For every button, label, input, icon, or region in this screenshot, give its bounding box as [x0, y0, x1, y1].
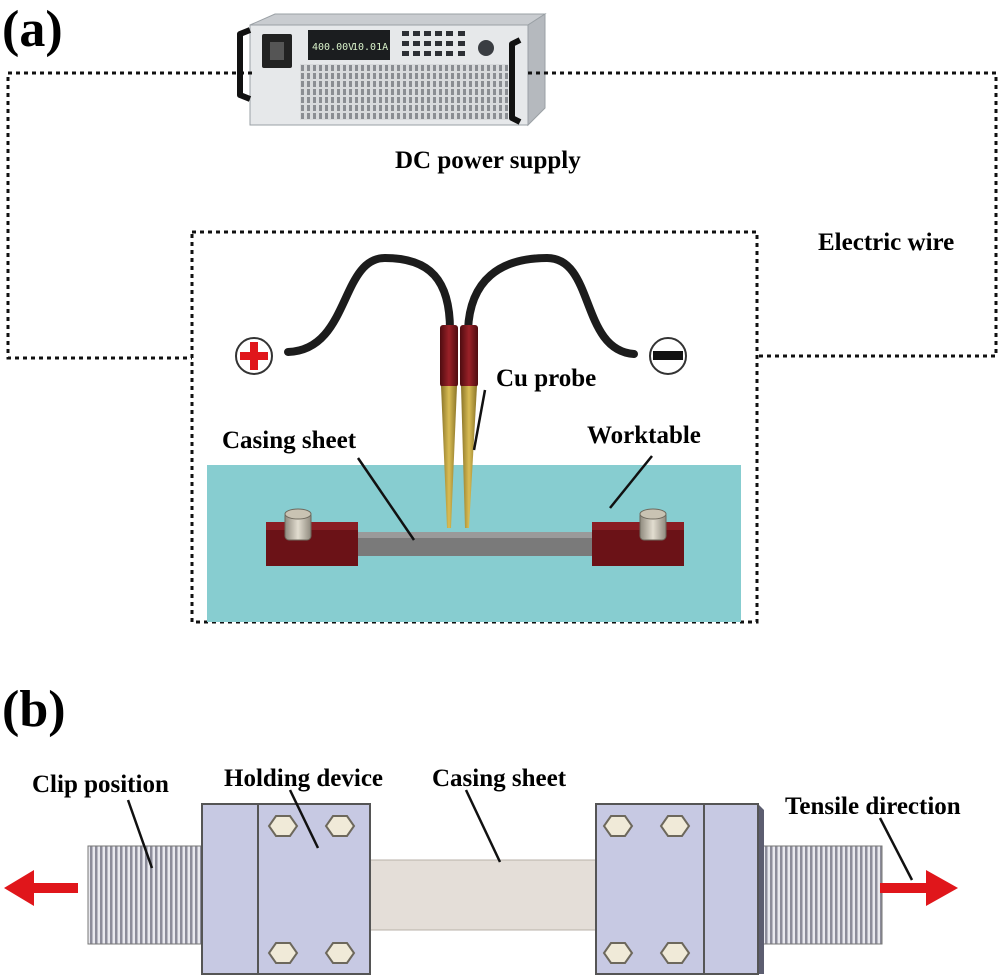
left-tensile-arrow-icon	[4, 870, 78, 906]
casing-sheet-specimen	[350, 532, 600, 556]
cu-probe-left	[440, 325, 458, 528]
panel-label-b: (b)	[2, 681, 66, 738]
left-clamp	[266, 508, 358, 566]
circuit-wire	[6, 71, 998, 360]
electric-wire-label: Electric wire	[818, 229, 955, 256]
casing-sheet-strip	[367, 859, 597, 931]
right-clip-grip	[759, 845, 883, 945]
tensile-direction-label: Tensile direction	[785, 793, 961, 820]
setup-frame	[190, 230, 759, 624]
minus-terminal-icon	[649, 337, 687, 375]
casing-sheet-label-a: Casing sheet	[222, 427, 357, 454]
right-clamp	[592, 508, 684, 566]
right-tensile-arrow-icon	[880, 870, 958, 906]
holding-device-label: Holding device	[224, 765, 384, 792]
cu-probe-right	[460, 325, 478, 528]
display-current: 10.01A	[352, 42, 388, 53]
right-holding-device	[595, 803, 764, 975]
dc-power-supply-label: DC power supply	[395, 147, 581, 174]
worktable-label: Worktable	[587, 422, 701, 449]
dc-power-supply-unit	[237, 13, 547, 127]
panel-label-a: (a)	[2, 1, 63, 58]
left-holding-device	[201, 803, 371, 975]
display-voltage: 400.00V	[312, 42, 354, 53]
plus-terminal-icon	[235, 337, 273, 375]
leader-lines-b	[126, 789, 914, 881]
probe-cables	[284, 253, 638, 358]
leader-lines-a	[356, 389, 653, 541]
cu-probe-label: Cu probe	[496, 365, 597, 392]
casing-sheet-label-b: Casing sheet	[432, 765, 567, 792]
left-clip-grip	[87, 845, 205, 945]
clip-position-label: Clip position	[32, 771, 169, 798]
